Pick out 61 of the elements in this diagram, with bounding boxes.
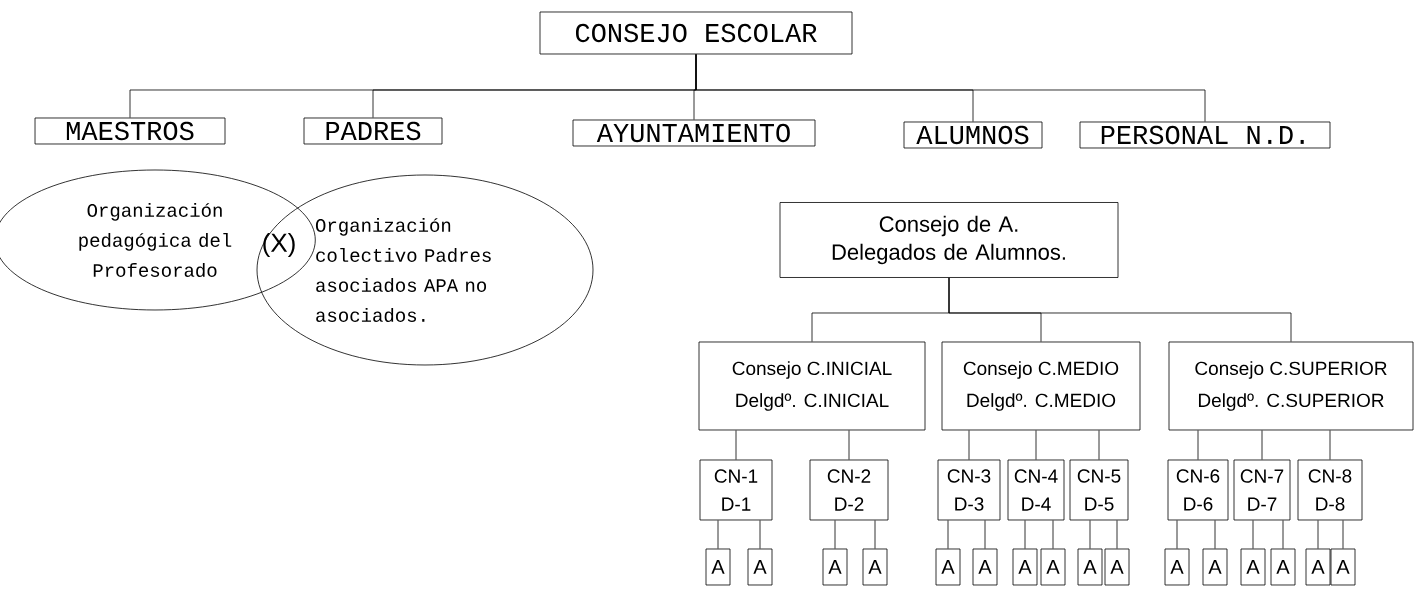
student-box: A bbox=[1164, 548, 1190, 586]
council-box: Consejo C.INICIAL Delgdº. C.INICIAL bbox=[698, 341, 926, 431]
connector-line bbox=[735, 430, 737, 460]
overlap-mark: (X) bbox=[263, 232, 295, 258]
group-box: CN-4 D-4 bbox=[1007, 459, 1065, 521]
student-box: A bbox=[705, 548, 731, 586]
connector-line bbox=[759, 520, 761, 549]
connector-line bbox=[948, 277, 1292, 342]
org-box: PERSONAL N.D. bbox=[1079, 121, 1331, 149]
student-box: A bbox=[1040, 548, 1066, 586]
connector-line bbox=[984, 520, 986, 549]
connector-line bbox=[1098, 430, 1100, 460]
student-box: A bbox=[1330, 548, 1356, 586]
connector-line bbox=[1261, 430, 1263, 460]
student-box: A bbox=[935, 548, 961, 586]
connector-line bbox=[968, 430, 970, 460]
group-box: CN-7 D-7 bbox=[1233, 459, 1291, 521]
group-box: CN-1 D-1 bbox=[699, 459, 773, 521]
connector-line bbox=[1329, 430, 1331, 460]
student-box: A bbox=[862, 548, 888, 586]
connector-line bbox=[1052, 520, 1054, 549]
council-box: Consejo de A. Delegados de Alumnos. bbox=[779, 202, 1119, 278]
org-box: PADRES bbox=[303, 117, 443, 145]
connector-line bbox=[1252, 520, 1254, 549]
group-box: CN-6 D-6 bbox=[1167, 459, 1229, 521]
connector-line bbox=[1035, 430, 1037, 460]
org-box: AYUNTAMIENTO bbox=[572, 119, 816, 147]
student-box: A bbox=[1305, 548, 1331, 586]
connector-line bbox=[848, 430, 850, 460]
org-box: MAESTROS bbox=[34, 117, 226, 145]
council-box: Consejo C.MEDIO Delgdº. C.MEDIO bbox=[941, 341, 1141, 431]
student-box: A bbox=[1104, 548, 1130, 586]
group-box: CN-8 D-8 bbox=[1297, 459, 1363, 521]
student-box: A bbox=[822, 548, 848, 586]
org-box: ALUMNOS bbox=[903, 121, 1043, 149]
student-box: A bbox=[1202, 548, 1228, 586]
connector-line bbox=[1089, 520, 1091, 549]
student-box: A bbox=[1270, 548, 1296, 586]
group-box: CN-5 D-5 bbox=[1069, 459, 1129, 521]
connector-line bbox=[717, 520, 719, 549]
student-box: A bbox=[1240, 548, 1266, 586]
group-box: CN-3 D-3 bbox=[937, 459, 1001, 521]
student-box: A bbox=[1012, 548, 1038, 586]
connector-line bbox=[1317, 520, 1319, 549]
title-box: CONSEJO ESCOLAR bbox=[539, 11, 853, 55]
connector-line bbox=[1116, 520, 1118, 549]
connector-line bbox=[695, 54, 1206, 122]
council-box: Consejo C.SUPERIOR Delgdº. C.SUPERIOR bbox=[1168, 341, 1414, 431]
connector-line bbox=[874, 520, 876, 549]
group-box: CN-2 D-2 bbox=[809, 459, 889, 521]
connector-line bbox=[834, 520, 836, 549]
connector-line bbox=[1197, 430, 1199, 460]
student-box: A bbox=[747, 548, 773, 586]
student-box: A bbox=[972, 548, 998, 586]
connector-line bbox=[1024, 520, 1026, 549]
connector-line bbox=[1282, 520, 1284, 549]
connector-line bbox=[1342, 520, 1344, 549]
connector-line bbox=[1214, 520, 1216, 549]
student-box: A bbox=[1077, 548, 1103, 586]
connector-line bbox=[947, 520, 949, 549]
connector-line bbox=[1176, 520, 1178, 549]
